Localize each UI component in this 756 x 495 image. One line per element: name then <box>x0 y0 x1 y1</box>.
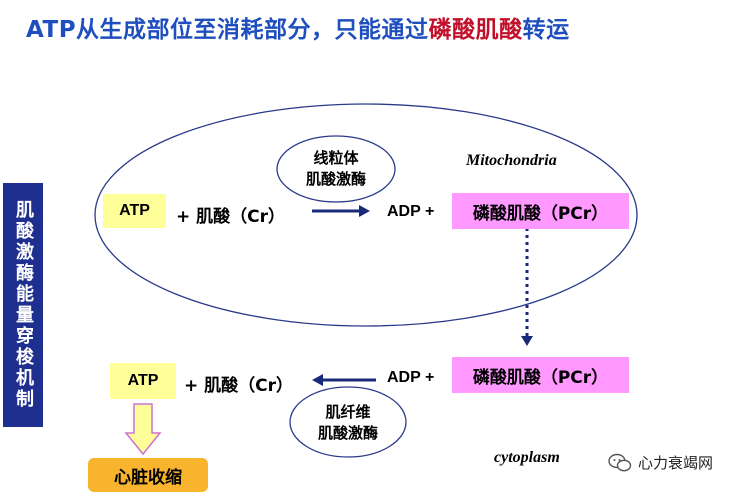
mito-reaction-arrowhead <box>359 205 370 217</box>
mito-atp-box: ATP <box>103 194 166 228</box>
mitochondria-label: Mitochondria <box>466 152 557 169</box>
cyto-creatine-label: + 肌酸（Cr） <box>184 376 294 396</box>
mito-adp-label: ADP + <box>387 203 435 220</box>
cyto-reaction-arrowhead <box>312 374 323 386</box>
mitochondria-outline <box>94 103 638 327</box>
cyto-atp-box: ATP <box>110 363 176 399</box>
mito-enzyme-label: 线粒体 肌酸激酶 <box>305 149 366 188</box>
cyto-adp-label: ADP + <box>387 369 435 386</box>
watermark-text: 心力衰竭网 <box>638 454 714 472</box>
cyto-pcr-box: 磷酸肌酸（PCr） <box>452 357 629 393</box>
page-title: ATP从生成部位至消耗部分，只能通过磷酸肌酸转运 <box>26 17 570 43</box>
title-highlight: 磷酸肌酸 <box>428 17 523 43</box>
watermark: 心力衰竭网 <box>608 452 713 473</box>
mito-enzyme-circle <box>276 135 396 203</box>
mito-creatine-label: + 肌酸（Cr） <box>176 207 286 227</box>
cytoplasm-label: cytoplasm <box>494 449 560 466</box>
cyto-enzyme-circle <box>289 386 407 458</box>
atp-to-heart-arrow <box>124 403 162 456</box>
heart-contraction-box: 心脏收缩 <box>88 458 208 492</box>
side-label: 肌酸激酶能量穿梭机制 <box>3 183 43 427</box>
cyto-enzyme-label: 肌纤维 肌酸激酶 <box>317 403 378 442</box>
mito-pcr-box: 磷酸肌酸（PCr） <box>452 193 629 229</box>
pcr-transport-arrowhead <box>521 336 533 346</box>
wechat-icon <box>608 453 632 471</box>
